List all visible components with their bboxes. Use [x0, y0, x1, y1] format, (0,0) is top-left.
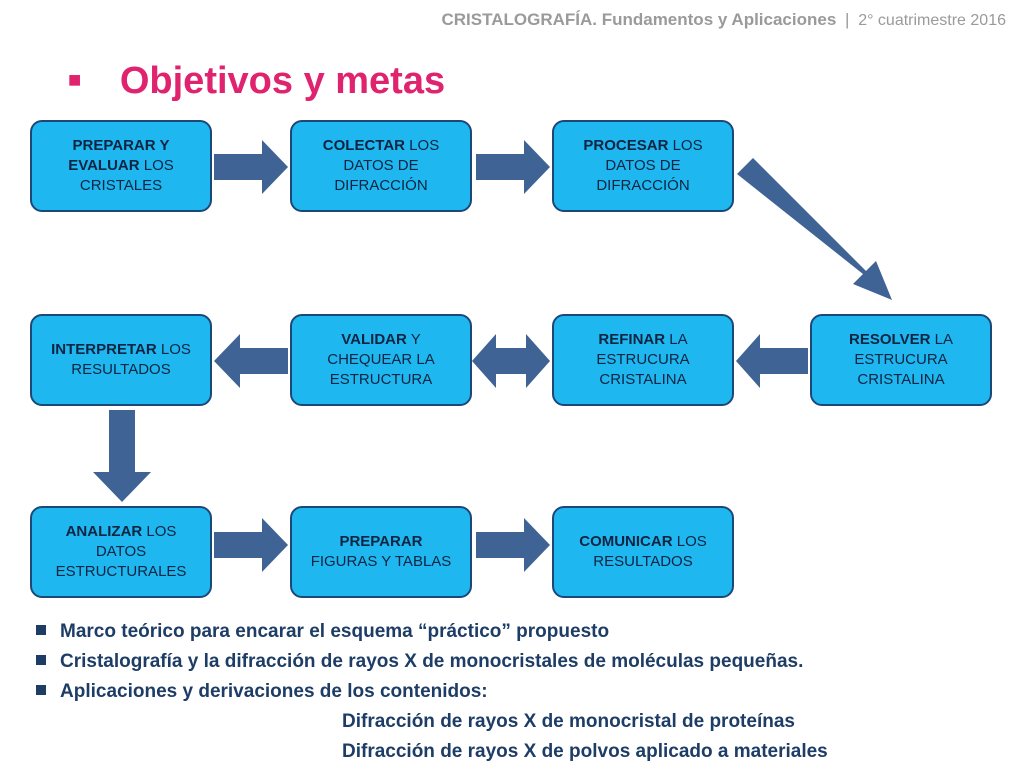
bullet-square-icon [36, 685, 46, 696]
sub-item: Difracción de rayos X de monocristal de … [342, 711, 795, 732]
step-interpretar: INTERPRETAR LOS RESULTADOS [30, 314, 212, 406]
term-label: 2° cuatrimestre 2016 [858, 12, 1006, 29]
step-analizar: ANALIZAR LOS DATOS ESTRUCTURALES [30, 506, 212, 598]
arrow-left-3 [736, 334, 808, 388]
step-comunicar: COMUNICAR LOS RESULTADOS [552, 506, 734, 598]
arrow-right-1 [214, 140, 288, 194]
sub-item: Difracción de rayos X de polvos aplicado… [342, 741, 828, 762]
step-colectar: COLECTAR LOS DATOS DE DIFRACCIÓN [290, 120, 472, 212]
step-procesar: PROCESAR LOS DATOS DE DIFRACCIÓN [552, 120, 734, 212]
course-title: CRISTALOGRAFÍA. Fundamentos y Aplicacion… [441, 10, 837, 29]
step-refinar: REFINAR LA ESTRUCURA CRISTALINA [552, 314, 734, 406]
arrow-double [472, 334, 550, 388]
arrow-down [93, 410, 151, 502]
bullet-item: Cristalografía y la difracción de rayos … [30, 647, 1020, 677]
header-separator: | [845, 10, 850, 29]
bullet-list: Marco teórico para encarar el esquema “p… [30, 617, 1020, 767]
slide-title: ■ Objetivos y metas [68, 60, 445, 103]
arrow-right-4 [476, 518, 550, 572]
bullet-square-icon [36, 625, 46, 636]
title-text: Objetivos y metas [119, 60, 446, 102]
bullet-item: Marco teórico para encarar el esquema “p… [30, 617, 1020, 647]
arrow-right-2 [476, 140, 550, 194]
arrow-left-1 [214, 334, 288, 388]
slide-header: CRISTALOGRAFÍA. Fundamentos y Aplicacion… [441, 10, 1006, 30]
step-preparar-figuras: PREPARAR FIGURAS Y TABLAS [290, 506, 472, 598]
bullet-item: Aplicaciones y derivaciones de los conte… [30, 677, 1020, 707]
step-validar: VALIDAR Y CHEQUEAR LA ESTRUCTURA [290, 314, 472, 406]
arrow-diagonal [737, 158, 892, 300]
arrow-right-3 [214, 518, 288, 572]
title-bullet: ■ [68, 67, 82, 92]
step-resolver: RESOLVER LA ESTRUCURA CRISTALINA [810, 314, 992, 406]
step-preparar-evaluar: PREPARAR Y EVALUAR LOS CRISTALES [30, 120, 212, 212]
bullet-square-icon [36, 655, 46, 666]
